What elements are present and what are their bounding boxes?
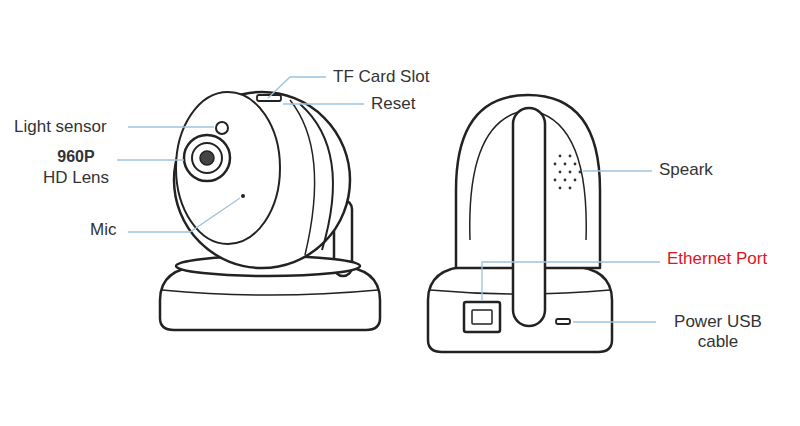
resolution-label: 960P xyxy=(31,148,121,166)
part-label: Speark xyxy=(659,160,713,180)
part-label: TF Card Slot xyxy=(333,67,429,87)
leader-lines xyxy=(117,77,660,322)
highlight-label: Ethernet Port xyxy=(667,249,767,269)
part-label: Mic xyxy=(90,220,116,240)
part-label: HD Lens xyxy=(31,168,121,188)
part-label: Power USB cable xyxy=(662,312,774,351)
part-label: Reset xyxy=(371,94,415,114)
part-label: Light sensor xyxy=(14,117,107,137)
